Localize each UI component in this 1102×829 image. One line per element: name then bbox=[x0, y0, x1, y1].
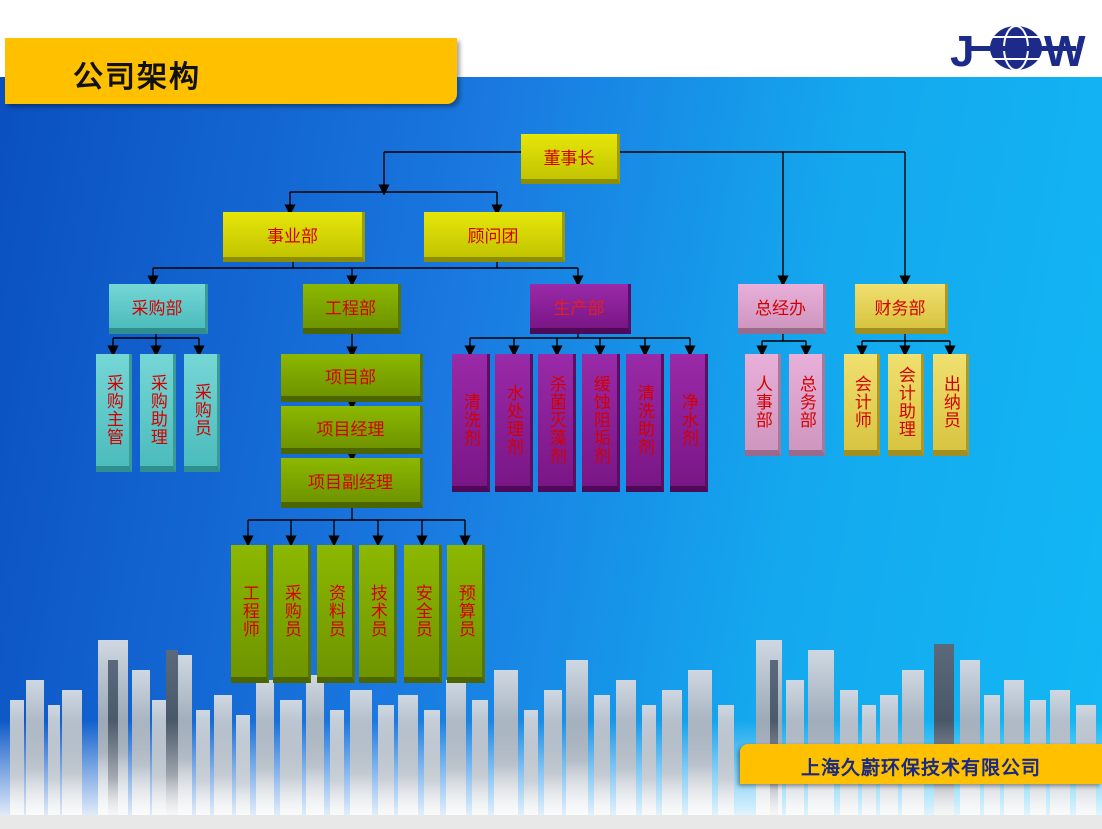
node-engineering-staff: 技术员 bbox=[359, 545, 397, 683]
node-engineering-staff: 安全员 bbox=[404, 545, 442, 683]
node-advisors: 顾问团 bbox=[424, 212, 565, 262]
node-engineering-staff: 采购员 bbox=[273, 545, 311, 683]
node-purchasing-child: 采购主管 bbox=[96, 354, 132, 472]
node-finance: 财务部 bbox=[855, 284, 948, 334]
bottom-strip bbox=[0, 815, 1102, 829]
node-production: 生产部 bbox=[530, 284, 631, 334]
node-finance-child: 出纳员 bbox=[933, 354, 969, 456]
node-product: 净水剂 bbox=[670, 354, 708, 492]
node-engineering-staff: 资料员 bbox=[317, 545, 355, 683]
jw-globe-logo: J W bbox=[950, 25, 1086, 74]
title-banner bbox=[5, 38, 457, 104]
node-product: 清洗剂 bbox=[452, 354, 490, 492]
page-title: 公司架构 bbox=[73, 60, 201, 95]
city-skyline-image bbox=[0, 640, 1102, 829]
node-purchasing-child: 采购助理 bbox=[140, 354, 176, 472]
node-engineering-staff: 工程师 bbox=[231, 545, 269, 683]
node-general-office-child: 人事部 bbox=[745, 354, 781, 456]
node-finance-child: 会计师 bbox=[844, 354, 880, 456]
node-finance-child: 会计助理 bbox=[888, 354, 924, 456]
svg-text:W: W bbox=[1044, 27, 1086, 74]
node-product: 杀菌灭藻剂 bbox=[538, 354, 576, 492]
node-product: 缓蚀阻垢剂 bbox=[582, 354, 620, 492]
node-product: 清洗助剂 bbox=[626, 354, 664, 492]
node-purchasing: 采购部 bbox=[109, 284, 208, 334]
node-project-manager: 项目经理 bbox=[281, 406, 423, 454]
node-product: 水处理剂 bbox=[495, 354, 533, 492]
node-engineering: 工程部 bbox=[303, 284, 401, 334]
node-deputy-project-manager: 项目副经理 bbox=[281, 458, 423, 508]
node-chairman: 董事长 bbox=[521, 134, 620, 184]
node-general-office-child: 总务部 bbox=[789, 354, 825, 456]
company-name: 上海久蔚环保技术有限公司 bbox=[800, 757, 1041, 779]
footer-banner: 上海久蔚环保技术有限公司 bbox=[740, 744, 1102, 784]
node-general-office: 总经办 bbox=[738, 284, 826, 334]
node-business-dept: 事业部 bbox=[223, 212, 365, 262]
node-purchasing-child: 采购员 bbox=[184, 354, 220, 472]
node-engineering-staff: 预算员 bbox=[447, 545, 485, 683]
node-project-dept: 项目部 bbox=[281, 354, 423, 402]
